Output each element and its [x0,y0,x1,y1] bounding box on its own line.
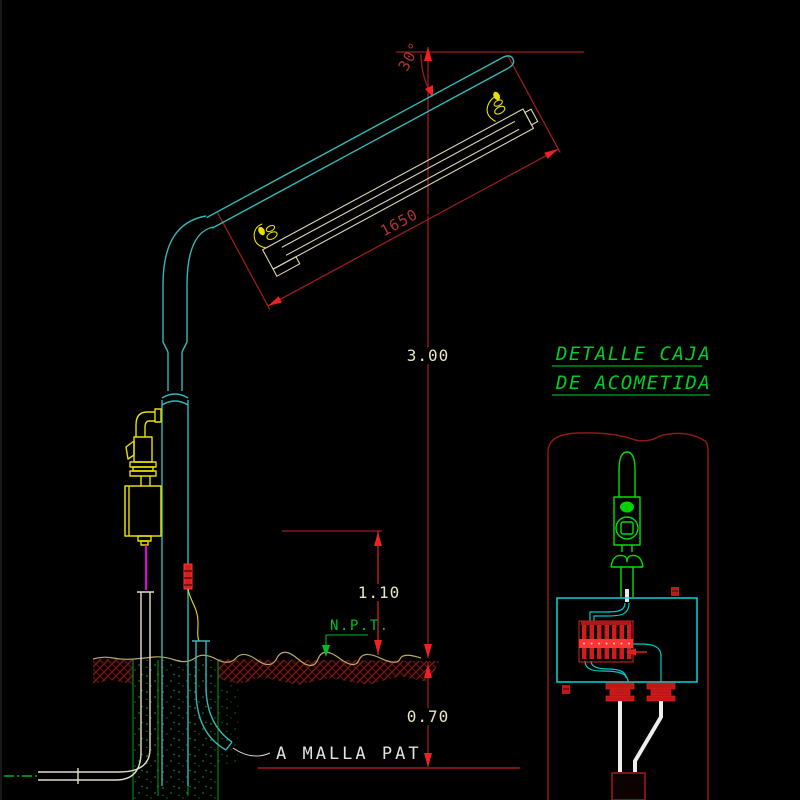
drop-tube [620,567,634,597]
feed-cables [618,701,663,774]
ground-conduit [192,640,233,751]
detail-service-box [556,597,698,800]
coupling [610,554,644,568]
valve-dial-square [620,521,634,535]
lamp-holder-left [253,223,278,249]
arrow-down-bottom [424,753,432,767]
fluorescent-tube [281,120,520,256]
pole-upper [162,285,188,342]
mast-arm [206,55,515,229]
annotation-texts: 30° 3.00 1.10 0.70 N.P.T. A MALLA PAT [276,39,453,764]
ground-hatch-left [93,659,133,684]
arrow-up-top [424,47,432,61]
grounding [183,563,271,757]
union-rib-1 [129,461,157,468]
service-box-wiring [584,602,662,683]
detail-title-line2: DE ACOMETIDA [555,372,711,394]
arm-curve-outer [162,215,207,286]
box-connector-nut [140,540,149,546]
npt-label: N.P.T. [330,618,390,634]
arrow-up-box [374,532,382,546]
pole-entry-collar [154,408,162,423]
luminaire-assembly: 1650 [206,55,561,310]
detail-valve-assembly [610,451,644,602]
detail-title-line1: DETALLE CAJA [555,343,711,365]
pole-buried [161,660,189,786]
entry-nib [625,589,629,602]
union-rib-3 [129,470,157,477]
valve-knob [620,501,634,513]
detail-pole-outline [547,432,709,800]
luminaire-dimension: 1650 [217,55,561,310]
pole-insert-stub [167,352,183,391]
valve-body [613,496,641,546]
ground-hatch-right [218,659,440,685]
conduit-backfill [218,684,238,764]
pole-sleeve-joint [161,393,189,406]
cutout-switch-lever [125,440,135,460]
angle-label: 30° [395,39,425,74]
terminal-block [578,620,634,663]
angle-arc-arrow [425,85,433,97]
valve-dial [615,516,639,540]
fixture-housing [262,108,539,277]
ground-section [92,651,440,800]
cable-duct-block [611,772,646,800]
main-view: 1650 [4,39,584,800]
foundation-depth-label: 0.70 [407,707,450,726]
service-box-outline [556,597,698,683]
terminal-pointer-arrow [625,648,636,656]
nipple [140,476,151,486]
npt-arrow [322,645,330,657]
service-conduit-assembly [124,408,162,546]
malla-pat-label: A MALLA PAT [276,744,422,764]
foundation-concrete [133,660,218,800]
supply-conduit [38,591,154,784]
mount-height-label: 3.00 [407,346,450,365]
pole-taper [162,341,188,353]
riser-tube [618,470,636,497]
arm-curve-inner [186,226,214,286]
ground-wire [187,588,200,642]
box-height-label: 1.10 [358,583,401,602]
lamp-holder-right [486,91,506,122]
arrow-down-ground [424,644,432,658]
valve-neck [621,545,633,552]
arrow-down-box [374,640,382,654]
riser-cap [618,451,636,471]
malla-leader [232,747,271,757]
ground-line [92,651,422,667]
cable-gland-left [605,682,635,702]
detail-title: DETALLE CAJA DE ACOMETIDA [552,343,711,396]
junction-box [124,485,162,537]
npt-leader [325,634,368,650]
detail-red-tags [562,587,679,694]
pole [161,215,214,786]
cutout-switch-body [133,436,153,463]
ground-clamp-hatch [184,570,192,586]
detail-view: DETALLE CAJA DE ACOMETIDA [547,343,711,800]
elbow-outer [135,411,155,437]
cable-gland-right [646,682,676,702]
elbow-inner [144,420,155,437]
arrow-up-belowground [424,664,432,678]
